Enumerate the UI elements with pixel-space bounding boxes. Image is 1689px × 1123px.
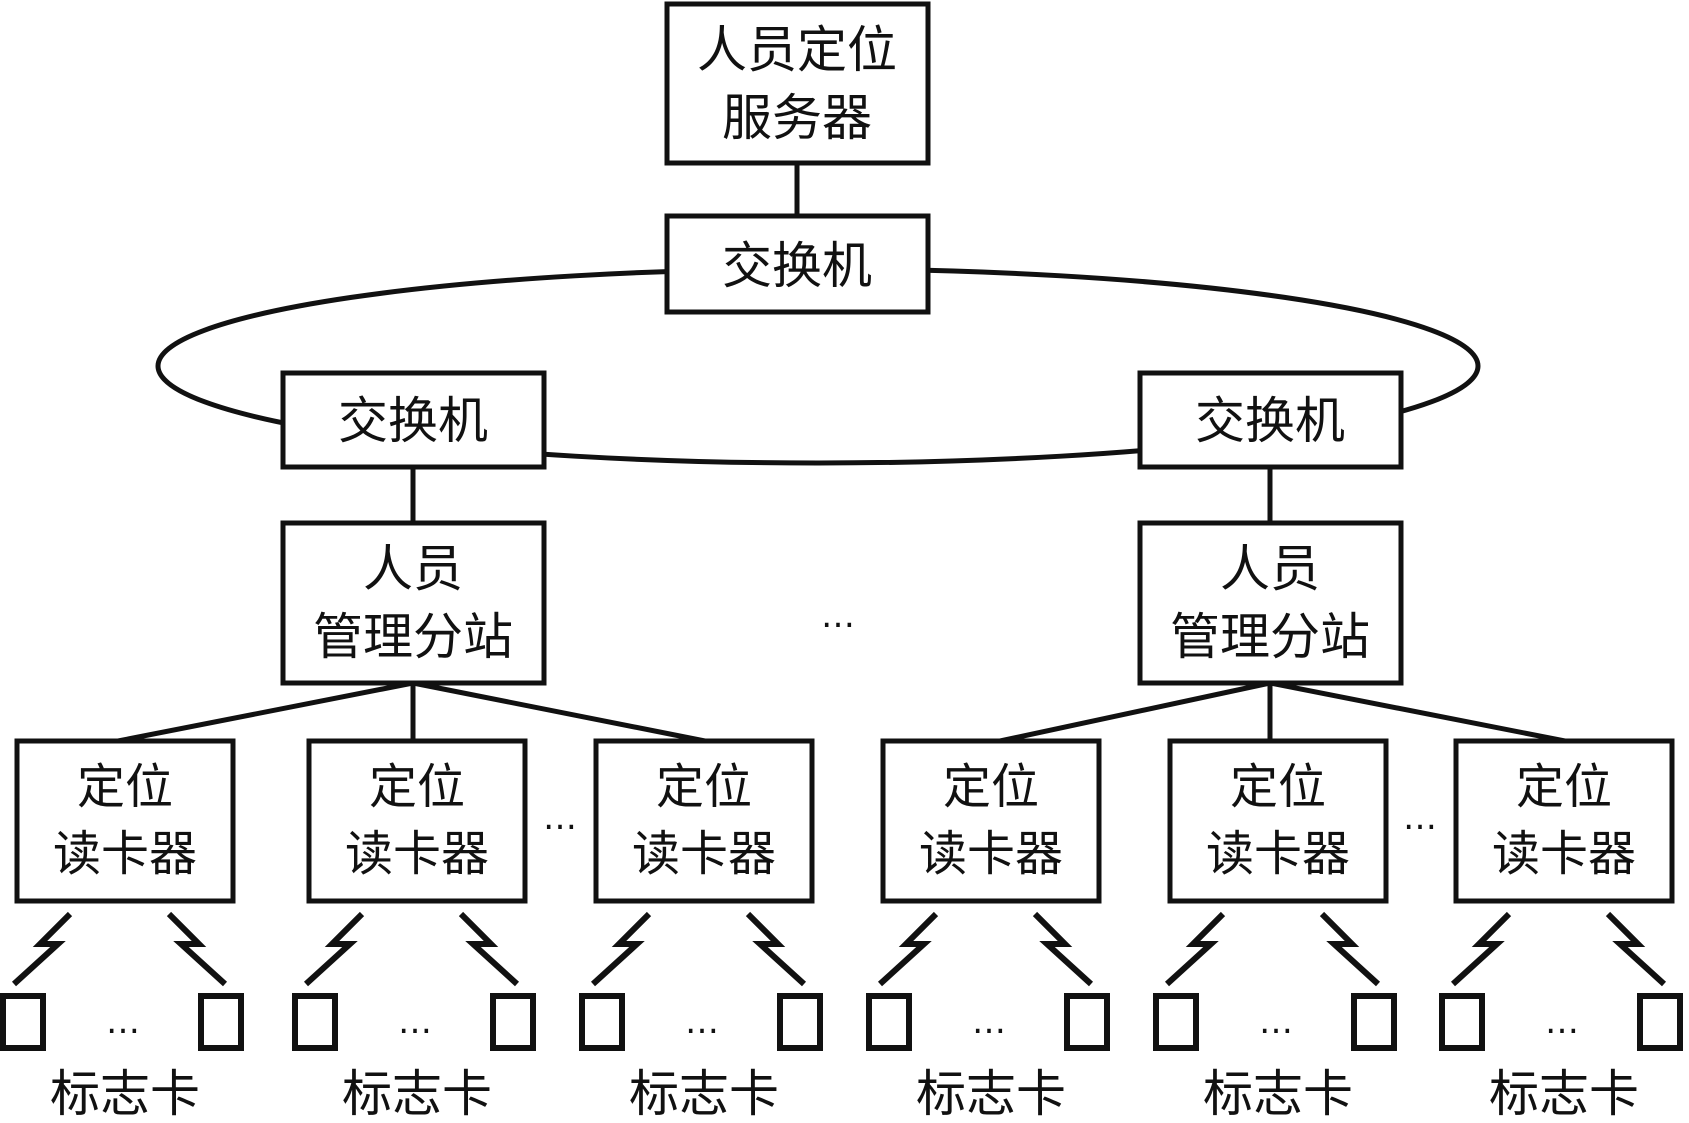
- id-tag-icon: [1064, 993, 1110, 1051]
- link-substation-1-to-reader-3: [412, 680, 706, 744]
- server-label-line-1: 人员定位: [697, 21, 897, 79]
- tag-group-label: 标志卡: [916, 1065, 1066, 1123]
- wireless-signal-icon: [166, 911, 228, 987]
- wireless-signal-icon: [745, 911, 807, 987]
- substation-right-node: 人员 管理分站: [1137, 520, 1404, 686]
- link-substation-1-to-reader-1: [117, 680, 414, 744]
- reader-label-line-2: 读卡器: [53, 826, 197, 882]
- tag-ellipsis: …: [1259, 1002, 1293, 1042]
- tag-group: … 标志卡: [866, 911, 1110, 1123]
- id-tag-icon: [1153, 993, 1199, 1051]
- tag-ellipsis: …: [106, 1002, 140, 1042]
- reader-label-line-1: 定位: [77, 759, 173, 815]
- substation-left-label-line-2: 管理分站: [313, 608, 513, 666]
- id-tag-icon: [0, 993, 46, 1051]
- link-substation-2-to-reader-6: [1269, 680, 1566, 744]
- id-tag-icon: [198, 993, 244, 1051]
- ring-switch-right-label: 交换机: [1195, 392, 1345, 450]
- id-tag-icon: [1439, 993, 1485, 1051]
- wireless-signal-icon: [1450, 911, 1512, 987]
- tag-ellipsis: …: [972, 1002, 1006, 1042]
- wireless-signal-icon: [1605, 911, 1667, 987]
- wireless-signal-icon: [458, 911, 520, 987]
- tag-group: … 标志卡: [1439, 911, 1683, 1123]
- id-tag-icon: [292, 993, 338, 1051]
- id-tag-icon: [490, 993, 536, 1051]
- server-label-line-2: 服务器: [722, 89, 872, 147]
- reader-label-line-2: 读卡器: [919, 826, 1063, 882]
- tag-group: … 标志卡: [1153, 911, 1397, 1123]
- wireless-signal-icon: [1164, 911, 1226, 987]
- core-switch-label: 交换机: [722, 237, 872, 295]
- reader-label-line-1: 定位: [656, 759, 752, 815]
- tag-group: … 标志卡: [0, 911, 244, 1123]
- reader-label-line-2: 读卡器: [345, 826, 489, 882]
- reader-label-line-2: 读卡器: [1492, 826, 1636, 882]
- id-tag-icon: [866, 993, 912, 1051]
- tag-group: … 标志卡: [292, 911, 536, 1123]
- tag-ellipsis: …: [685, 1002, 719, 1042]
- reader-label-line-2: 读卡器: [632, 826, 776, 882]
- reader-label-line-1: 定位: [1230, 759, 1326, 815]
- positioning-server-node: 人员定位 服务器: [664, 1, 931, 166]
- tag-group-label: 标志卡: [50, 1065, 200, 1123]
- substation-left-label-line-1: 人员: [363, 540, 463, 598]
- reader-label-line-1: 定位: [1516, 759, 1612, 815]
- tag-group-label: 标志卡: [629, 1065, 779, 1123]
- ring-switch-right-node: 交换机: [1137, 370, 1404, 470]
- reader-ellipsis-right: …: [1403, 798, 1437, 838]
- id-tag-icon: [1637, 993, 1683, 1051]
- tag-group-label: 标志卡: [1203, 1065, 1353, 1123]
- substation-ellipsis: …: [821, 596, 855, 636]
- core-switch-node: 交换机: [664, 213, 931, 315]
- wireless-signal-icon: [303, 911, 365, 987]
- wireless-signal-icon: [11, 911, 73, 987]
- reader-label-line-2: 读卡器: [1206, 826, 1350, 882]
- id-tag-icon: [579, 993, 625, 1051]
- substation-right-label-line-1: 人员: [1220, 540, 1320, 598]
- substation-right-label-line-2: 管理分站: [1170, 608, 1370, 666]
- reader-label-line-1: 定位: [943, 759, 1039, 815]
- tags-layer: … 标志卡 … 标志卡 … 标志卡 … 标志卡 … 标志卡 … 标志卡: [0, 911, 1683, 1123]
- tag-group-label: 标志卡: [342, 1065, 492, 1123]
- tag-ellipsis: …: [1545, 1002, 1579, 1042]
- tag-group: … 标志卡: [579, 911, 823, 1123]
- wireless-signal-icon: [877, 911, 939, 987]
- wireless-signal-icon: [590, 911, 652, 987]
- tag-ellipsis: …: [398, 1002, 432, 1042]
- wireless-signal-icon: [1319, 911, 1381, 987]
- ring-switch-left-node: 交换机: [280, 370, 547, 470]
- tag-group-label: 标志卡: [1489, 1065, 1639, 1123]
- wireless-signal-icon: [1032, 911, 1094, 987]
- id-tag-icon: [777, 993, 823, 1051]
- substation-left-node: 人员 管理分站: [280, 520, 547, 686]
- reader-label-line-1: 定位: [369, 759, 465, 815]
- link-substation-2-to-reader-4: [999, 680, 1271, 744]
- ring-switch-left-label: 交换机: [338, 392, 488, 450]
- id-tag-icon: [1351, 993, 1397, 1051]
- reader-ellipsis-left: …: [543, 798, 577, 838]
